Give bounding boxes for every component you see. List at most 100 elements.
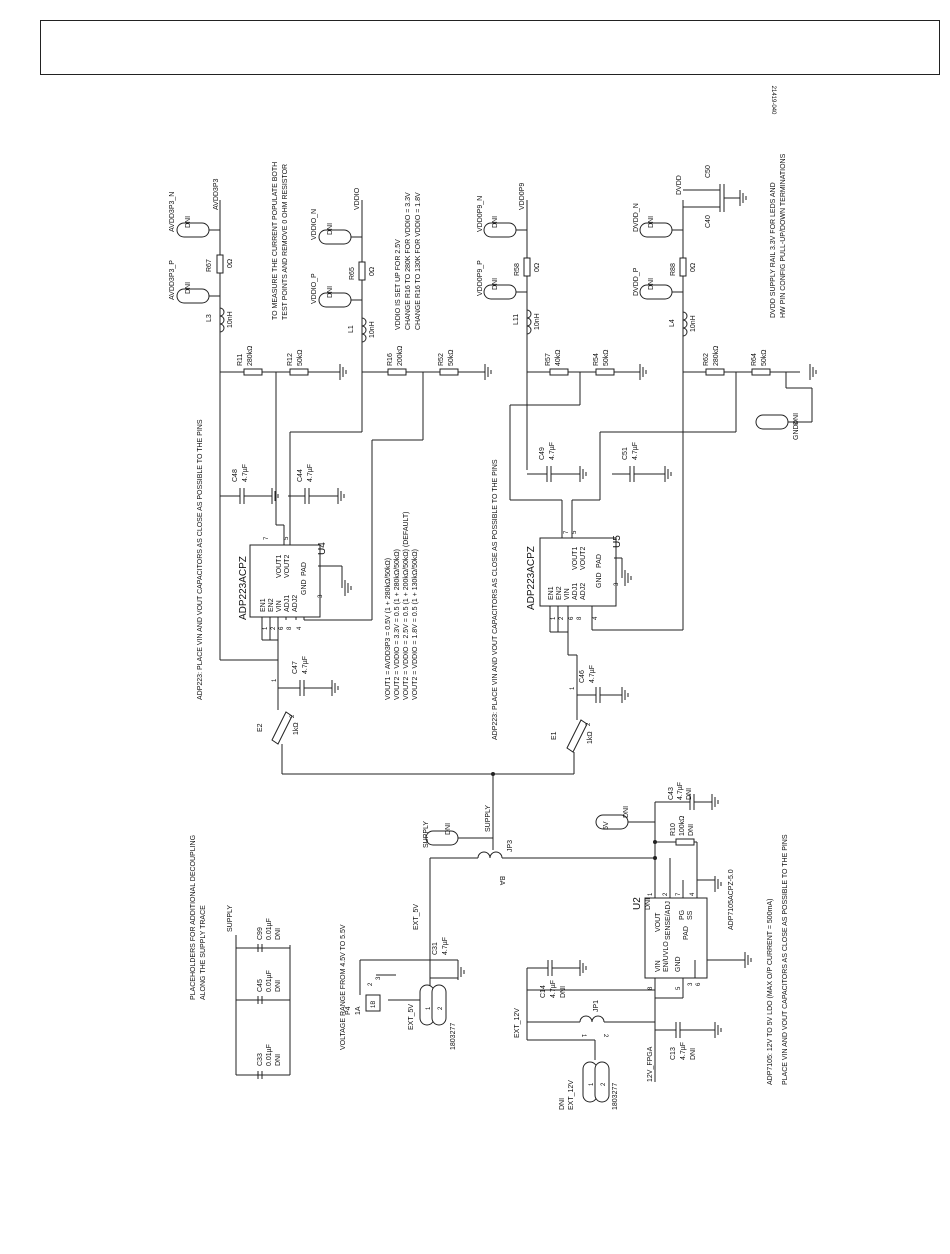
net-avdd3p3: AVDD3P3 xyxy=(213,179,220,210)
svg-text:ALONG THE SUPPLY TRACE: ALONG THE SUPPLY TRACE xyxy=(200,905,207,1000)
svg-text:3: 3 xyxy=(318,594,324,598)
l3-ref: L3 xyxy=(206,314,213,322)
jp3-jumper: SUPPLY DNI SUPPLY JP3 BA EXT_5V xyxy=(413,805,655,960)
net-ext12v: EXT_12V xyxy=(514,1008,521,1038)
svg-text:EN2: EN2 xyxy=(268,598,275,612)
dni-label: DNI xyxy=(275,928,282,940)
net-dvdd-n: DVDD_N xyxy=(633,203,640,232)
vout-equations: VOUT1 = AVDD3P3 = 0.5V (1 + 280kΩ/50kΩ) … xyxy=(385,511,419,700)
dni-label: DNI xyxy=(686,788,693,800)
u5-ic: ADP223ACPZ U5 EN1 EN2 VIN ADJ1 ADJ2 VOUT… xyxy=(509,372,736,656)
r10-ref: R10 xyxy=(670,823,677,836)
svg-text:1: 1 xyxy=(648,892,654,896)
c44-ref: C44 xyxy=(297,469,304,482)
j5v-part: 1803277 xyxy=(450,1023,457,1050)
l1-ref: L1 xyxy=(348,325,355,333)
svg-text:2: 2 xyxy=(602,1034,608,1038)
svg-text:ADJ1: ADJ1 xyxy=(572,583,579,600)
c43-val: 4.7µF xyxy=(677,782,684,800)
svg-text:BA: BA xyxy=(498,876,505,886)
svg-text:GND: GND xyxy=(596,572,603,588)
r16-ref: R16 xyxy=(387,353,394,366)
dni-label: DNI xyxy=(445,823,452,835)
net-vddio-n: VDDIO_N xyxy=(311,209,318,240)
svg-text:GND: GND xyxy=(301,579,308,595)
svg-text:8: 8 xyxy=(577,616,583,620)
svg-text:0.01µF: 0.01µF xyxy=(266,970,273,992)
r12-val: 50kΩ xyxy=(297,349,304,366)
svg-text:ADJ2: ADJ2 xyxy=(580,583,587,600)
svg-text:2: 2 xyxy=(663,892,669,896)
r67-resistor xyxy=(216,254,224,274)
c51-ref: C51 xyxy=(622,447,629,460)
svg-text:C33: C33 xyxy=(257,1053,264,1066)
svg-text:PAD: PAD xyxy=(683,926,690,940)
l3-val: 10nH xyxy=(227,311,234,328)
l11-ref: L11 xyxy=(513,314,520,325)
voltage-range-note: VOLTAGE RANGE FROM 4.5V TO 5.5V xyxy=(340,924,347,1050)
dni-label: DNI xyxy=(185,282,192,294)
svg-text:VOUT2: VOUT2 xyxy=(284,555,291,578)
svg-text:3: 3 xyxy=(688,982,694,986)
svg-text:TEST POINTS AND REMOVE 0 OHM R: TEST POINTS AND REMOVE 0 OHM RESISTOR xyxy=(282,164,289,320)
r52-val: 50kΩ xyxy=(448,349,455,366)
dni-label: DNI xyxy=(559,1098,566,1110)
svg-text:C99: C99 xyxy=(257,927,264,940)
svg-text:5: 5 xyxy=(284,536,290,540)
c40-ref: C40 xyxy=(705,215,712,228)
svg-text:VIN: VIN xyxy=(564,588,571,600)
svg-text:7: 7 xyxy=(564,530,570,534)
svg-text:PAD: PAD xyxy=(596,554,603,568)
r65-ref: R65 xyxy=(349,267,356,280)
svg-text:0.01µF: 0.01µF xyxy=(266,918,273,940)
svg-text:1: 1 xyxy=(272,678,278,682)
svg-text:2: 2 xyxy=(438,1006,444,1010)
e1-val: 1kΩ xyxy=(587,731,594,744)
net-ext5v-2: EXT_5V xyxy=(408,1004,415,1030)
r58-val: 0Ω xyxy=(534,263,541,272)
svg-text:ADJ1: ADJ1 xyxy=(284,595,291,612)
svg-text:1: 1 xyxy=(580,1034,586,1038)
svg-text:1: 1 xyxy=(426,1006,432,1010)
svg-text:DNI: DNI xyxy=(645,898,652,910)
dni-label: DNI xyxy=(688,824,695,836)
svg-text:ADP7105: 12V TO 5V LDO (MAX O/: ADP7105: 12V TO 5V LDO (MAX O/P CURRENT … xyxy=(767,899,774,1085)
r57-val: 40kΩ xyxy=(555,349,562,366)
u4-part: ADP223ACPZ xyxy=(238,556,249,620)
svg-text:2: 2 xyxy=(271,626,277,630)
net-vddio: VDDIO xyxy=(354,187,361,210)
l11-val: 10nH xyxy=(534,313,541,330)
net-ext12v-2: EXT_12V xyxy=(568,1080,575,1110)
dvdd-rail: DVDD C50 C40 DVDD_N DVDD_P DNI DNI R88 0… xyxy=(633,165,747,470)
svg-text:8: 8 xyxy=(648,986,654,990)
net-ext5v: EXT_5V xyxy=(413,904,420,930)
c48-val: 4.7µF xyxy=(242,464,249,482)
r12-ref: R12 xyxy=(287,353,294,366)
adp223-left-note: ADP223: PLACE VIN AND VOUT CAPACITORS AS… xyxy=(197,419,204,700)
svg-text:2: 2 xyxy=(601,1082,607,1086)
svg-text:7: 7 xyxy=(264,536,270,540)
j12v-part: 1803277 xyxy=(612,1083,619,1110)
c47-val: 4.7µF xyxy=(302,656,309,674)
u5-ref: U5 xyxy=(612,535,623,548)
dni-label: DNI xyxy=(185,216,192,228)
l3-inductor xyxy=(219,307,225,333)
r67-ref: R67 xyxy=(206,259,213,272)
svg-text:VDDIO IS SET UP FOR 2.5V: VDDIO IS SET UP FOR 2.5V xyxy=(395,239,402,330)
svg-text:1B: 1B xyxy=(371,1001,377,1008)
c50-ref: C50 xyxy=(705,165,712,178)
r64-ref: R64 xyxy=(751,353,758,366)
r54-ref: R54 xyxy=(593,353,600,366)
c31-val: 4.7µF xyxy=(442,937,449,955)
svg-text:DVDD SUPPLY RAIL 3.3V FOR LEDS: DVDD SUPPLY RAIL 3.3V FOR LEDS AND xyxy=(770,182,777,318)
avdd3p3-rail: AVDD3P3 AVDD3P3_N AVDD3P3_P DNI DNI R67 … xyxy=(169,179,234,660)
c51-val: 4.7µF xyxy=(632,442,639,460)
e1-ref: E1 xyxy=(551,731,558,740)
r67-val: 0Ω xyxy=(227,259,234,268)
svg-text:EN2: EN2 xyxy=(556,586,563,600)
c49-val: 4.7µF xyxy=(549,442,556,460)
p4-ref: P4 xyxy=(345,1006,352,1015)
l1-val: 10nH xyxy=(369,321,376,338)
svg-text:4: 4 xyxy=(297,626,303,630)
